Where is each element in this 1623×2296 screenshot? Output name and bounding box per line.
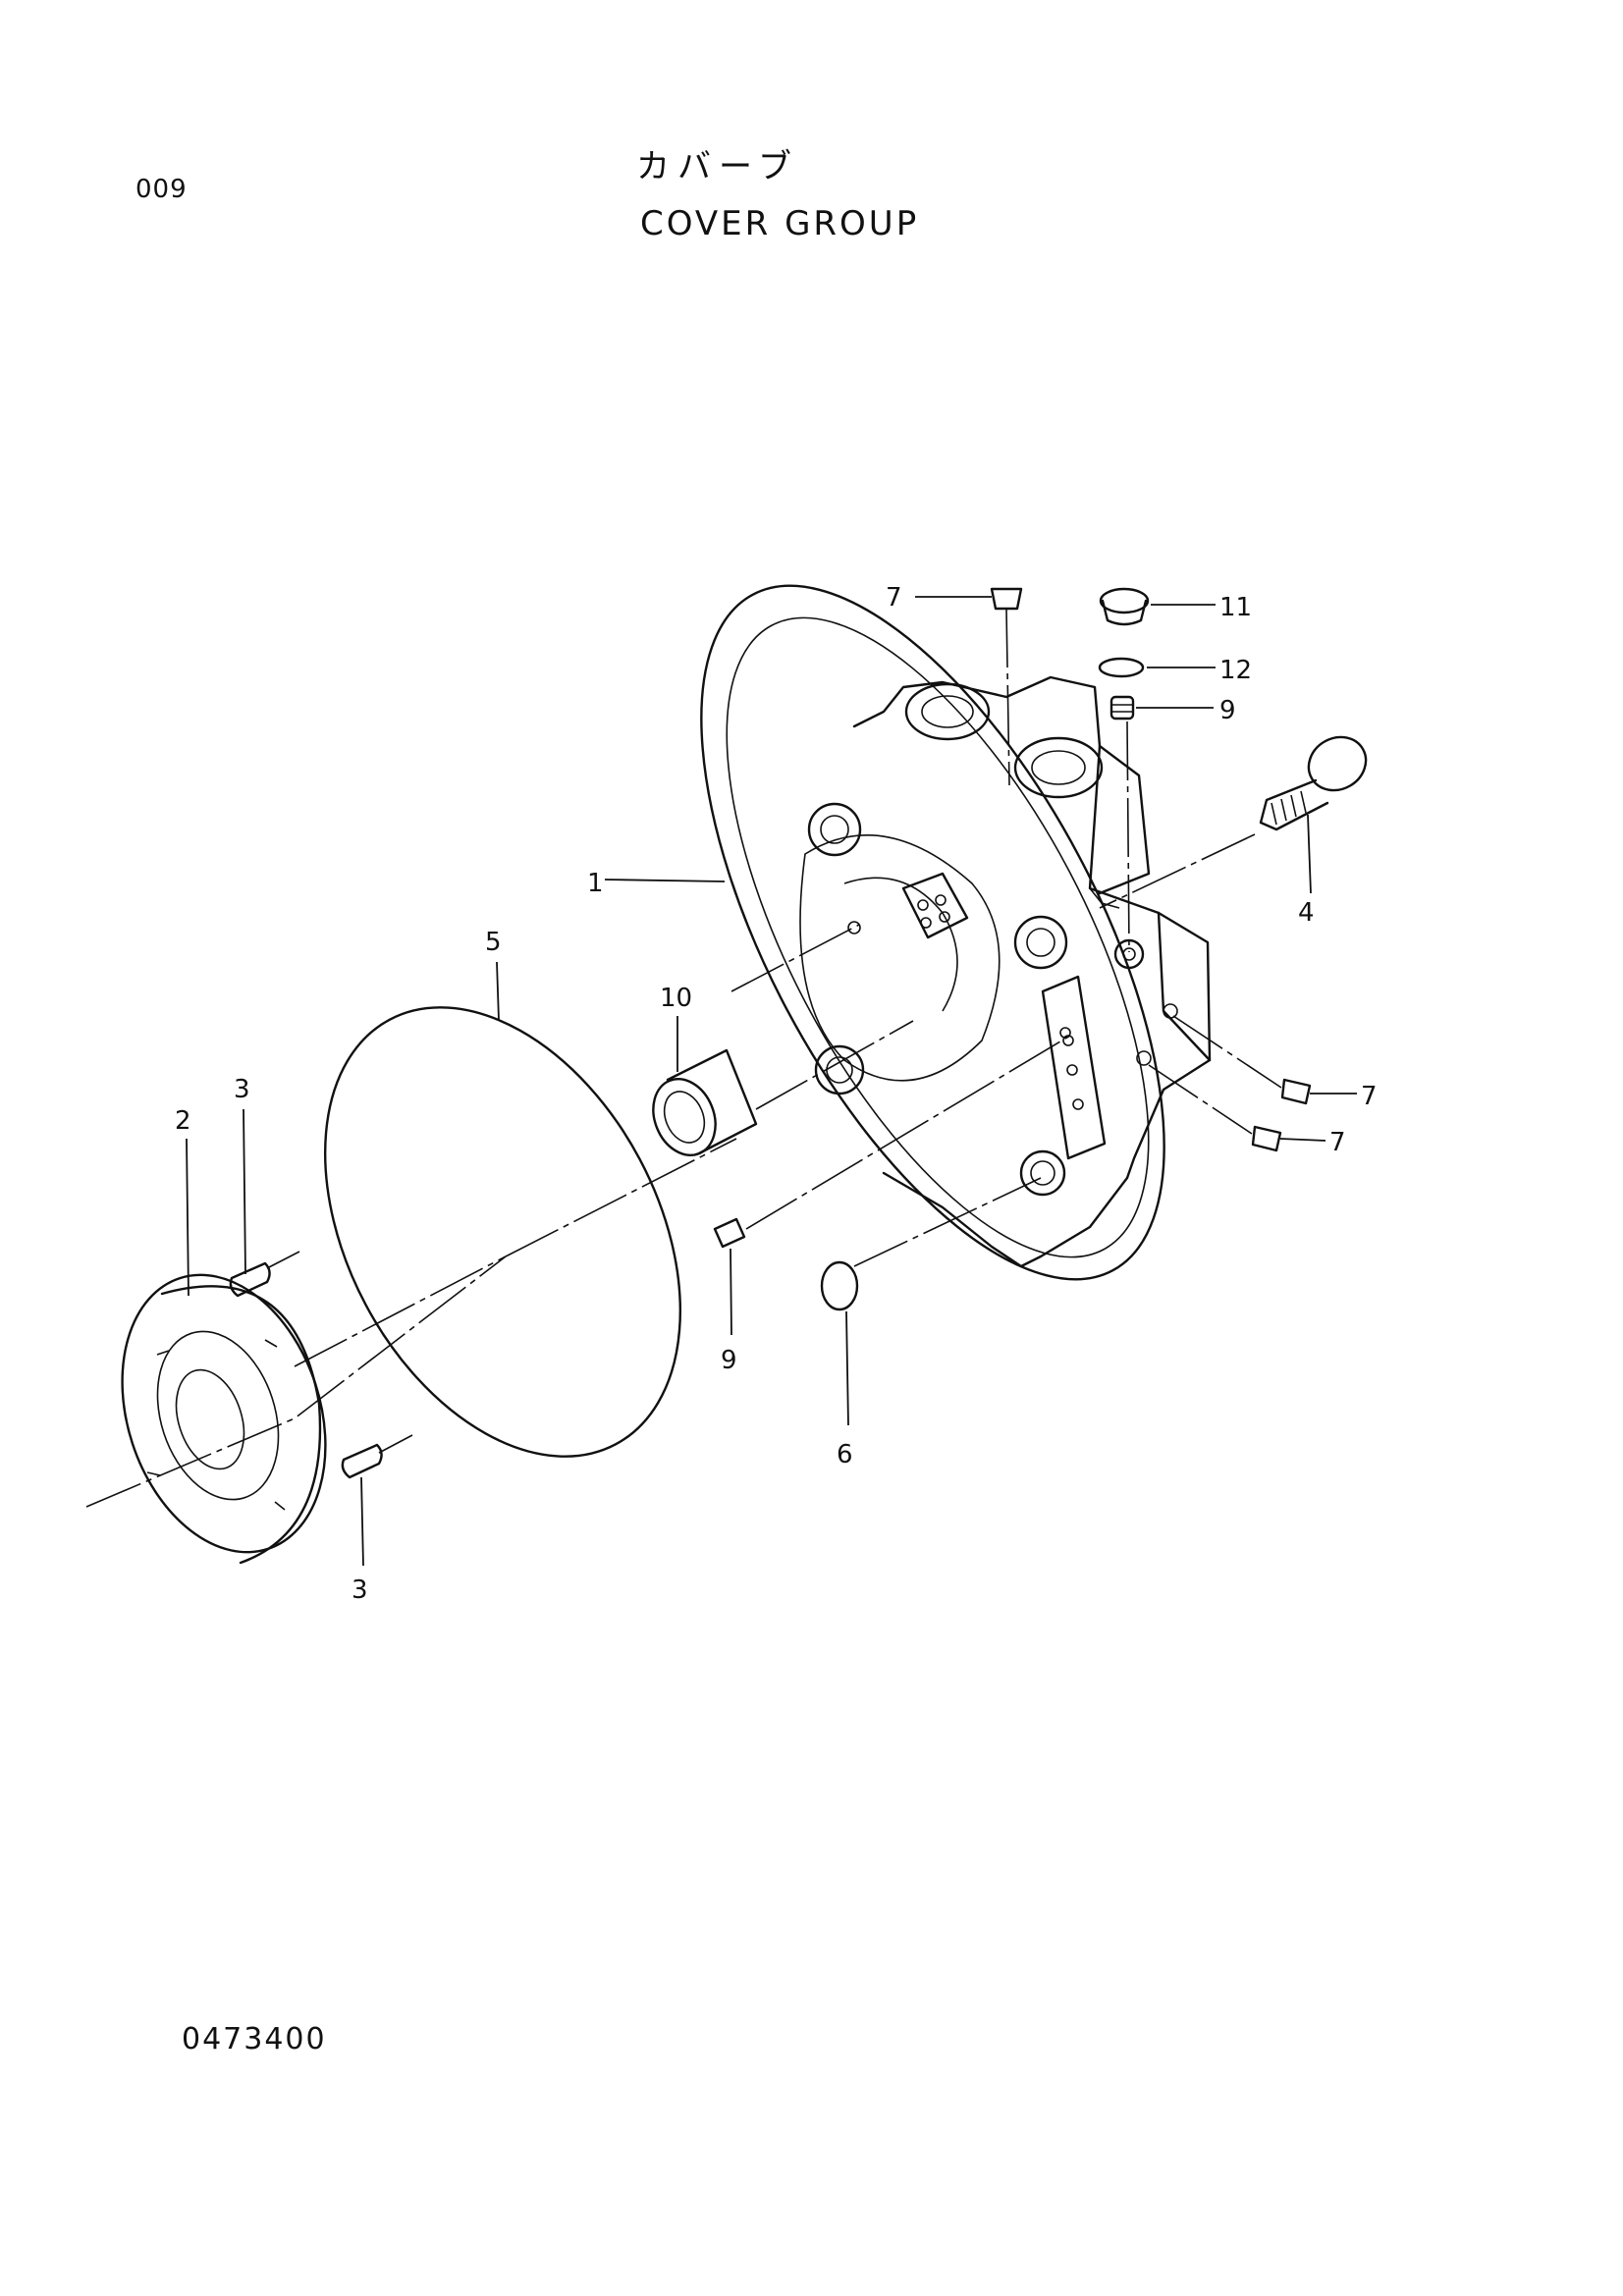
callout-12: 12	[1219, 656, 1252, 685]
page-number: 009	[135, 175, 188, 204]
valve-plate	[121, 1273, 327, 1565]
set-screw-bottom	[713, 1217, 746, 1249]
small-o-ring	[820, 1260, 859, 1311]
title-japanese: カバーブ	[636, 147, 799, 187]
socket-bolt	[1259, 735, 1368, 831]
plug-right-b	[1251, 1125, 1282, 1152]
assembly-lines	[85, 608, 1282, 1508]
plug-with-head	[1099, 587, 1150, 626]
callouts: 7 11 12 9 4 1 5 10 7 7 3 2 9 6 3	[175, 583, 1378, 1605]
large-o-ring	[323, 1006, 682, 1458]
plug-right-a	[1280, 1078, 1312, 1105]
cover-housing	[700, 584, 1212, 1281]
pin-top	[229, 1261, 271, 1298]
callout-6: 6	[837, 1440, 853, 1469]
o-ring-12	[1098, 657, 1145, 678]
callout-11: 11	[1219, 593, 1252, 622]
callout-5: 5	[485, 928, 502, 957]
callout-9-bottom: 9	[721, 1346, 737, 1375]
callout-4: 4	[1298, 898, 1315, 928]
callout-7-right-a: 7	[1361, 1082, 1378, 1111]
plug-top	[990, 587, 1023, 611]
needle-bearing	[652, 1048, 758, 1156]
callout-1: 1	[587, 869, 604, 898]
pin-bottom	[341, 1443, 383, 1479]
callout-3-bottom: 3	[352, 1575, 368, 1605]
set-screw-top	[1109, 695, 1135, 721]
callout-7-top: 7	[886, 583, 902, 613]
leader-lines	[186, 596, 1357, 1567]
drawing-number: 0473400	[182, 2022, 327, 2056]
callout-10: 10	[660, 984, 692, 1013]
callout-3-top: 3	[234, 1075, 250, 1104]
title-english: COVER GROUP	[640, 204, 920, 243]
callout-9-top: 9	[1219, 696, 1236, 725]
callout-7-right-b: 7	[1329, 1128, 1346, 1157]
callout-2: 2	[175, 1106, 191, 1136]
